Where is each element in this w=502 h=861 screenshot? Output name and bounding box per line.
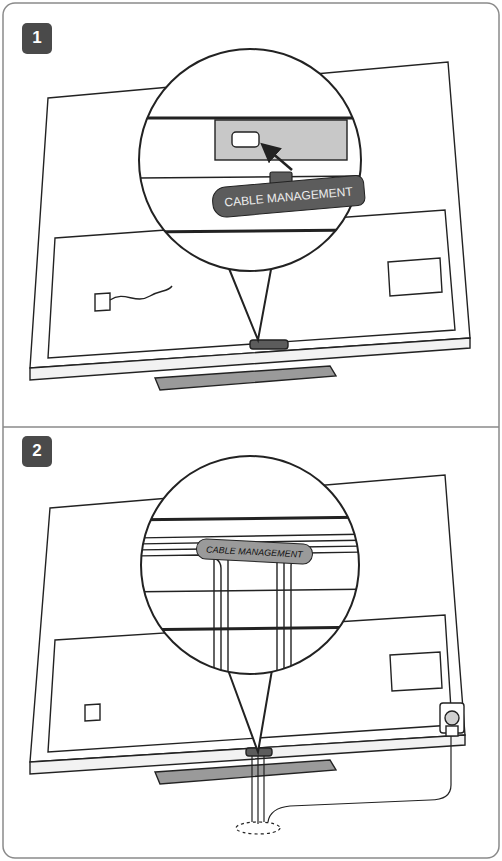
callout-number: 2	[32, 441, 41, 461]
callout-tail	[228, 670, 272, 752]
divider	[3, 426, 499, 428]
floor-hole	[236, 822, 280, 834]
step-badge: 2	[22, 436, 52, 467]
cable-clip: CABLE MANAGEMENT	[210, 174, 365, 218]
cable-clip: CABLE MANAGEMENT	[195, 537, 313, 564]
magnifier	[141, 456, 359, 674]
clip-label: CABLE MANAGEMENT	[223, 183, 352, 208]
cables	[252, 736, 451, 824]
frame	[3, 3, 499, 858]
callout-tail	[228, 264, 272, 340]
magnifier	[139, 49, 361, 271]
detail-view	[130, 517, 370, 680]
callout-number: 1	[32, 28, 41, 48]
clip-label: CABLE MANAGEMENT	[206, 543, 303, 558]
power-outlet	[440, 703, 464, 736]
step-badge: 1	[22, 23, 52, 54]
detail-view	[130, 118, 370, 232]
